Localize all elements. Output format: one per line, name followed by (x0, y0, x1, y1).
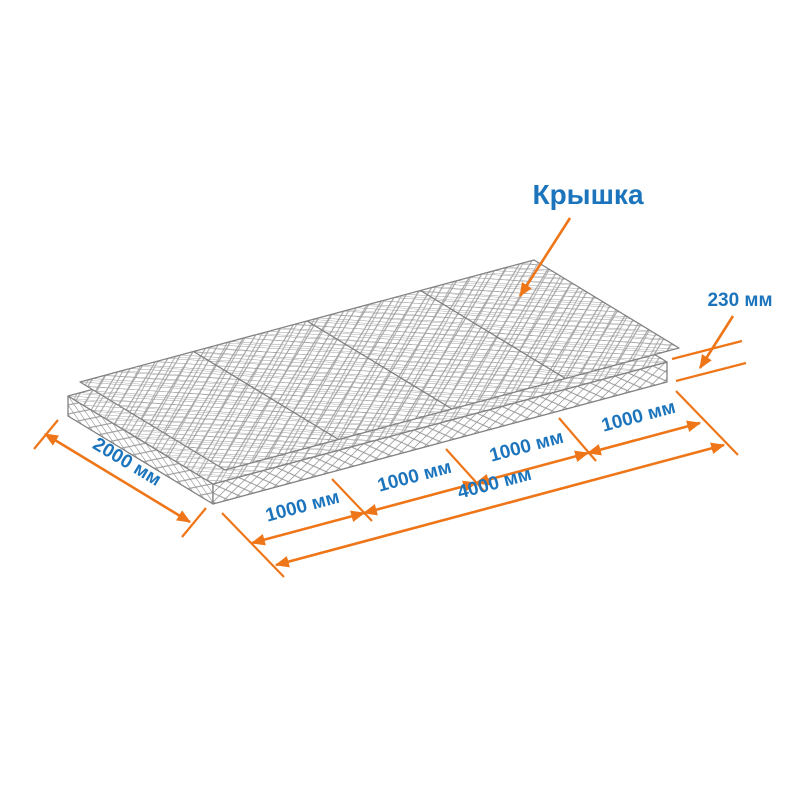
extension-line (181, 507, 207, 538)
extension-line (675, 361, 747, 383)
dimension-label-1000-1: 1000 мм (263, 487, 342, 527)
dimension-label-1000-3: 1000 мм (487, 427, 566, 467)
diaphragm-line (306, 320, 453, 410)
dimension-line-4000 (274, 442, 726, 568)
dimension-line-2000 (44, 432, 191, 524)
lid-callout-label: Крышка (532, 179, 643, 210)
dimension-label-230: 230 мм (707, 290, 772, 311)
extension-line (671, 339, 743, 361)
dimension-height-230: 230 мм (671, 290, 773, 383)
dimension-label-1000-2: 1000 мм (375, 457, 454, 497)
lid-callout-arrow (518, 217, 572, 297)
diaphragm-line (420, 289, 566, 380)
dimension-line-230 (698, 315, 735, 369)
lid-callout: Крышка (518, 179, 644, 297)
diaphragm-line (193, 350, 339, 441)
mattress-lid (79, 259, 680, 471)
dimension-label-1000-4: 1000 мм (599, 397, 678, 437)
dimension-label-4000: 4000 мм (455, 464, 534, 504)
extension-line (675, 390, 739, 456)
